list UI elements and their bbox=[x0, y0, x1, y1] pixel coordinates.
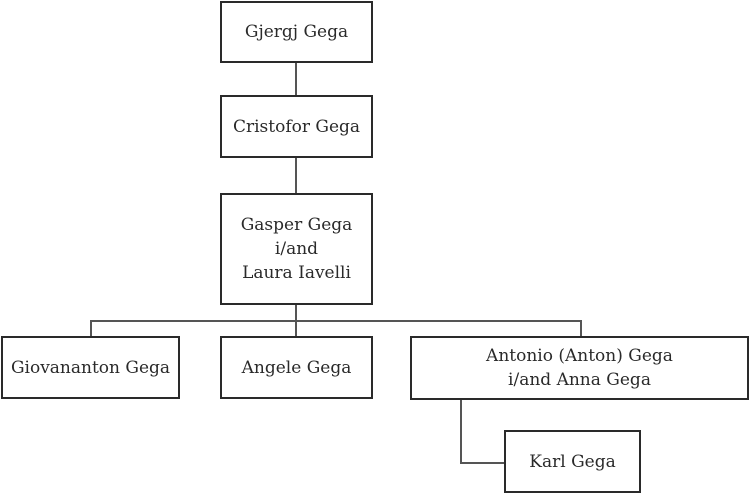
node-gasper-gega-laura-iavelli: Gasper Gega i/and Laura Iavelli bbox=[220, 193, 373, 305]
node-label-line-2: i/and Anna Gega bbox=[508, 370, 651, 390]
connector-bus-giovananton bbox=[90, 320, 92, 337]
children-bus bbox=[90, 320, 581, 322]
connector-gjergj-cristofor bbox=[295, 62, 297, 96]
node-label-line-1: Gasper Gega bbox=[240, 215, 353, 235]
node-giovananton-gega: Giovananton Gega bbox=[1, 336, 180, 399]
node-angele-gega: Angele Gega bbox=[220, 336, 373, 399]
node-label: Gjergj Gega bbox=[244, 22, 349, 42]
node-label: Giovananton Gega bbox=[10, 357, 171, 378]
node-karl-gega: Karl Gega bbox=[504, 430, 641, 493]
node-label: Karl Gega bbox=[529, 451, 616, 472]
connector-cristofor-gasper bbox=[295, 157, 297, 194]
connector-bus-angele bbox=[295, 320, 297, 337]
connector-bus-antonio bbox=[580, 320, 582, 337]
node-label-line-3: Laura Iavelli bbox=[242, 263, 351, 283]
node-cristofor-gega: Cristofor Gega bbox=[220, 95, 373, 158]
connector-antonio-karl bbox=[460, 462, 505, 464]
node-label: Cristofor Gega bbox=[232, 116, 361, 137]
node-antonio-anton-gega-anna-gega: Antonio (Anton) Gega i/and Anna Gega bbox=[410, 336, 749, 400]
node-gjergj-gega: Gjergj Gega bbox=[220, 1, 373, 63]
node-label-line-1: Antonio (Anton) Gega bbox=[486, 346, 673, 366]
node-label-line-2: i/and bbox=[274, 239, 319, 259]
node-label: Angele Gega bbox=[241, 357, 352, 378]
connector-antonio-down bbox=[460, 399, 462, 463]
